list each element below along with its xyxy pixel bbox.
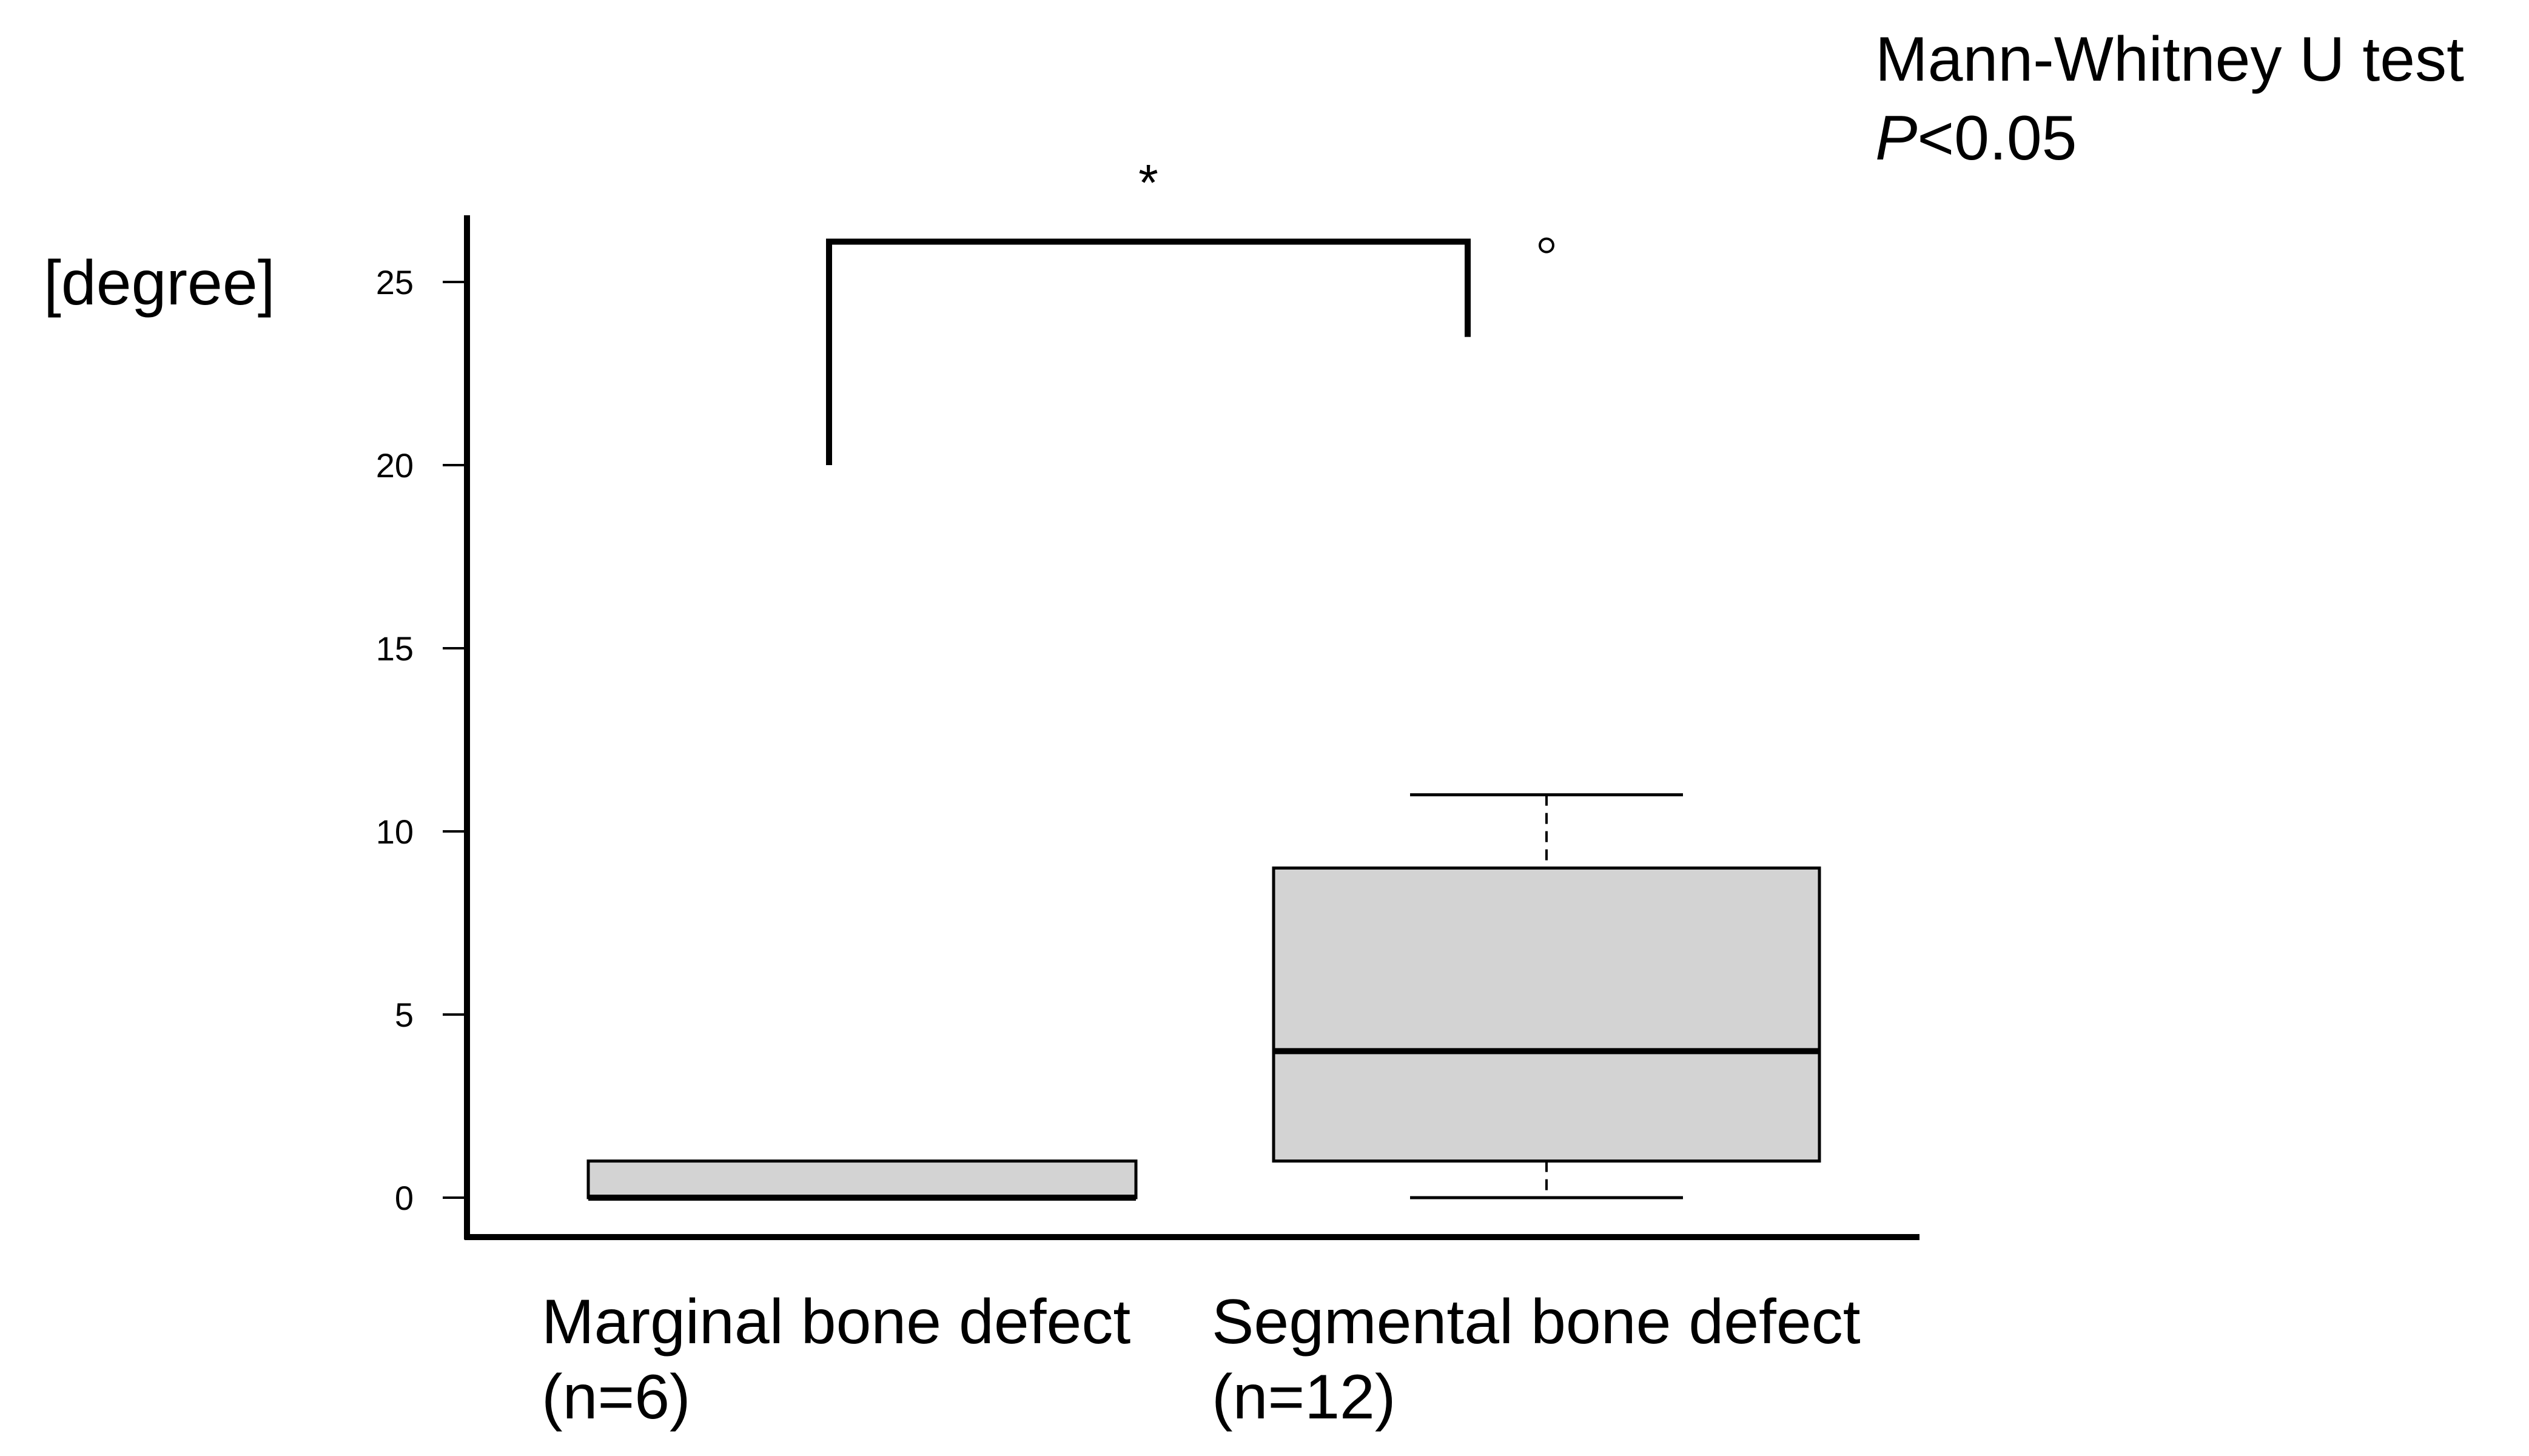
p-symbol: P xyxy=(1875,103,1918,173)
category-n: (n=6) xyxy=(542,1362,691,1432)
p-threshold: <0.05 xyxy=(1917,103,2077,173)
box-iqr xyxy=(1272,866,1821,1163)
test-name: Mann-Whitney U test xyxy=(1875,24,2464,95)
y-tick-label: 15 xyxy=(376,629,414,668)
y-tick-label: 20 xyxy=(376,446,414,485)
y-tick-label: 5 xyxy=(395,996,414,1034)
y-axis-label: [degree] xyxy=(44,248,275,318)
category-label-segmental: Segmental bone defect (n=12) xyxy=(1212,1284,1861,1435)
y-tick-label: 10 xyxy=(376,813,414,851)
significance-bracket xyxy=(826,238,1471,465)
category-name: Marginal bone defect xyxy=(542,1287,1131,1357)
significance-marker: * xyxy=(1138,154,1158,211)
category-label-marginal: Marginal bone defect (n=6) xyxy=(542,1284,1130,1435)
y-tick-label: 25 xyxy=(376,263,414,301)
outlier-point xyxy=(1539,237,1554,253)
p-value: P<0.05 xyxy=(1875,101,2077,176)
category-name: Segmental bone defect xyxy=(1212,1287,1861,1357)
box-iqr xyxy=(586,1159,1138,1199)
y-tick-label: 0 xyxy=(395,1179,414,1217)
category-n: (n=12) xyxy=(1212,1362,1396,1432)
